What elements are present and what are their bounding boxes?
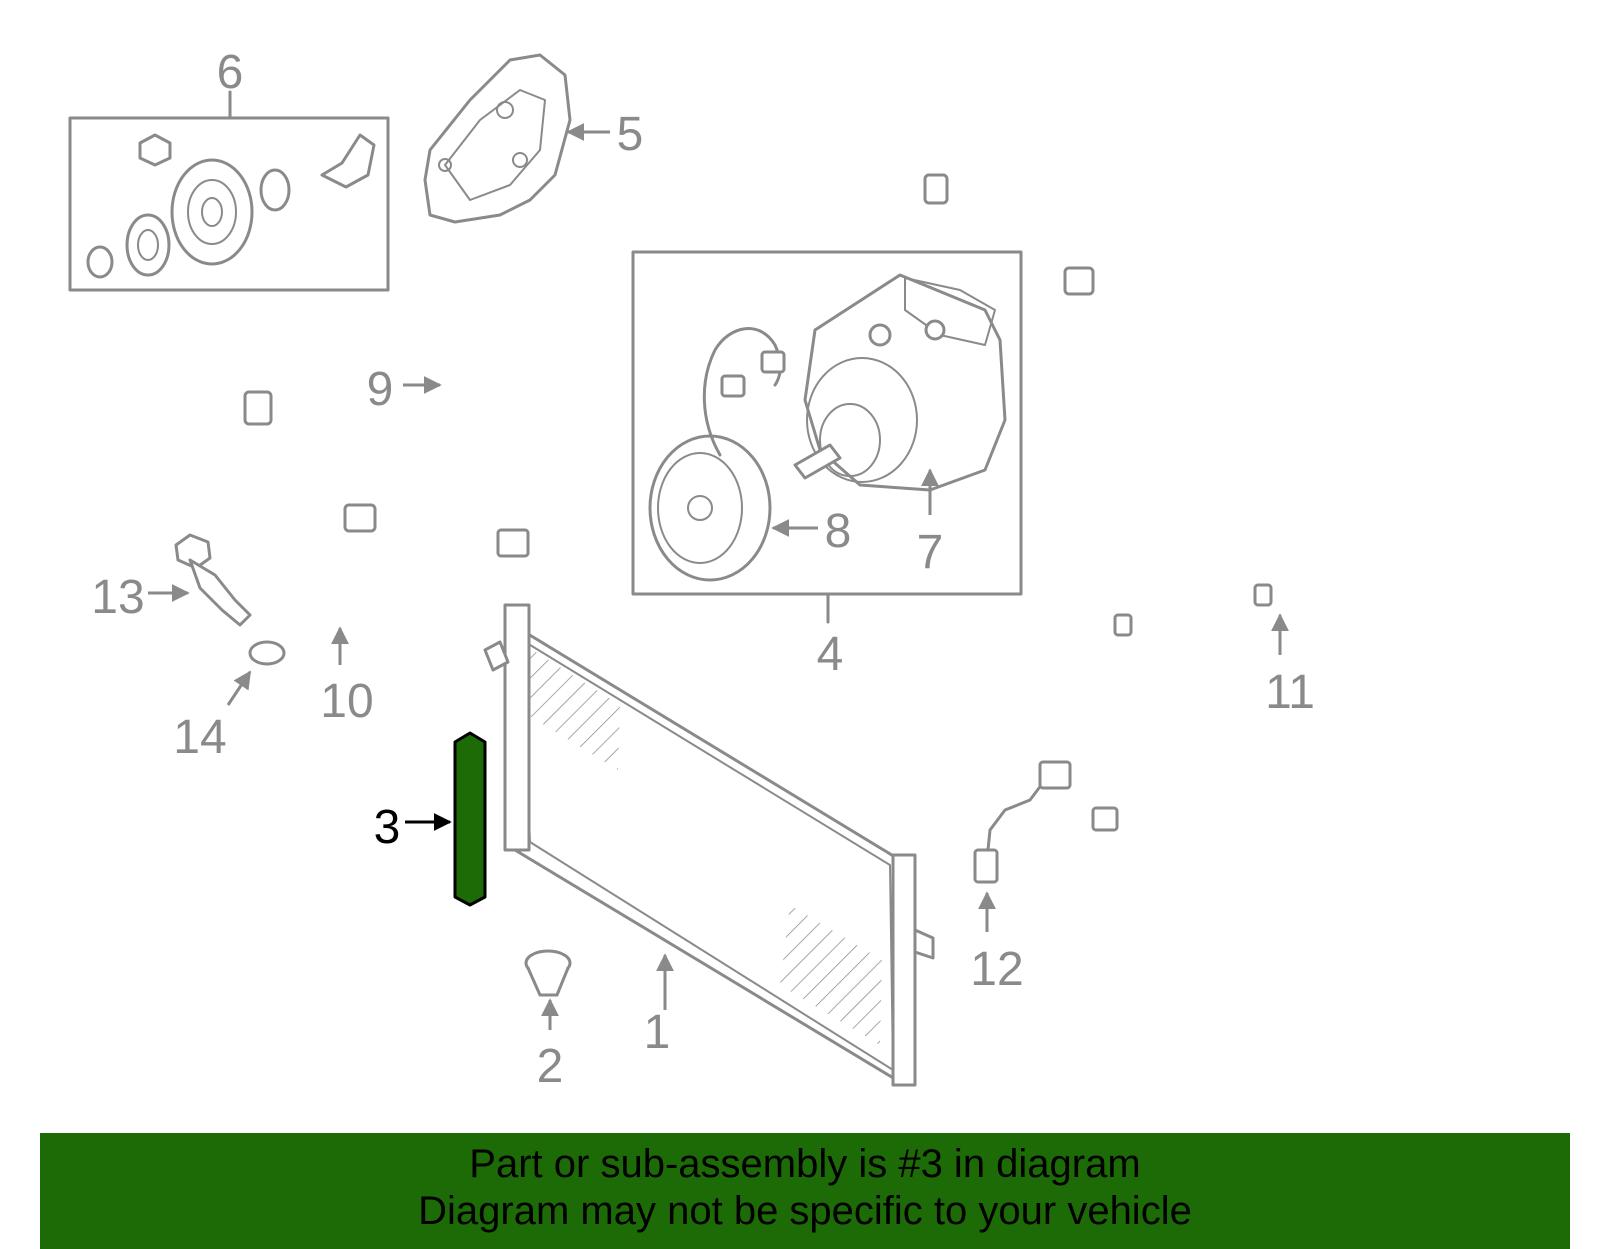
callout-12: 12 — [970, 943, 1023, 996]
part-3-receiver-drier[interactable] — [453, 731, 487, 907]
part-5-bracket[interactable] — [423, 53, 572, 224]
pulley-icon — [170, 158, 254, 266]
info-banner: Part or sub-assembly is #3 in diagram Di… — [40, 1133, 1570, 1249]
callout-14: 14 — [173, 711, 226, 764]
part-10-liquid-hose[interactable] — [243, 390, 413, 643]
part-2-grommet[interactable] — [524, 949, 572, 997]
banner-line-1: Part or sub-assembly is #3 in diagram — [469, 1142, 1141, 1186]
callout-9: 9 — [367, 363, 394, 416]
fitting-icon — [243, 390, 273, 426]
clutch-icon — [648, 434, 772, 582]
banner-line-2: Diagram may not be specific to your vehi… — [418, 1189, 1192, 1233]
part-1-condenser[interactable] — [483, 603, 935, 1087]
sensor-icon — [973, 848, 999, 884]
spacer-icon — [86, 245, 114, 279]
fitting-icon — [496, 528, 530, 558]
callout-1: 1 — [644, 1006, 671, 1059]
fitting-icon — [1063, 266, 1095, 296]
leader-arrows — [148, 123, 1289, 1030]
fitting-icon — [923, 173, 949, 205]
part-13-valve[interactable] — [174, 533, 252, 627]
callout-10: 10 — [320, 675, 373, 728]
washer-icon — [259, 168, 291, 212]
bearing-icon — [125, 213, 171, 277]
part-11-suction-line[interactable] — [1063, 257, 1533, 832]
arrow-14 — [226, 670, 252, 706]
callout-5: 5 — [617, 108, 644, 161]
nut-icon — [138, 133, 172, 167]
part-9-discharge-hose[interactable] — [437, 107, 949, 558]
callout-3: 3 — [374, 801, 401, 854]
connector-icon — [1038, 760, 1072, 790]
callout-13: 13 — [91, 571, 144, 624]
callout-4: 4 — [817, 628, 844, 681]
callout-6: 6 — [217, 46, 244, 99]
fitting-icon — [343, 503, 377, 533]
bracket-icon — [423, 53, 572, 224]
valve-icon — [174, 533, 212, 570]
part-12-pressure-sensor[interactable] — [973, 760, 1072, 884]
fitting-icon — [1091, 806, 1119, 832]
part-14-o-ring[interactable] — [248, 640, 286, 666]
callout-2: 2 — [537, 1040, 564, 1093]
bolt-icon — [320, 133, 376, 189]
part-4-compressor-assembly[interactable] — [631, 250, 1023, 624]
part-6-pulley-kit[interactable] — [68, 90, 390, 292]
callout-11: 11 — [1265, 666, 1315, 719]
callout-8: 8 — [825, 505, 852, 558]
callout-7: 7 — [917, 526, 944, 579]
receiver-drier-icon — [453, 731, 487, 907]
